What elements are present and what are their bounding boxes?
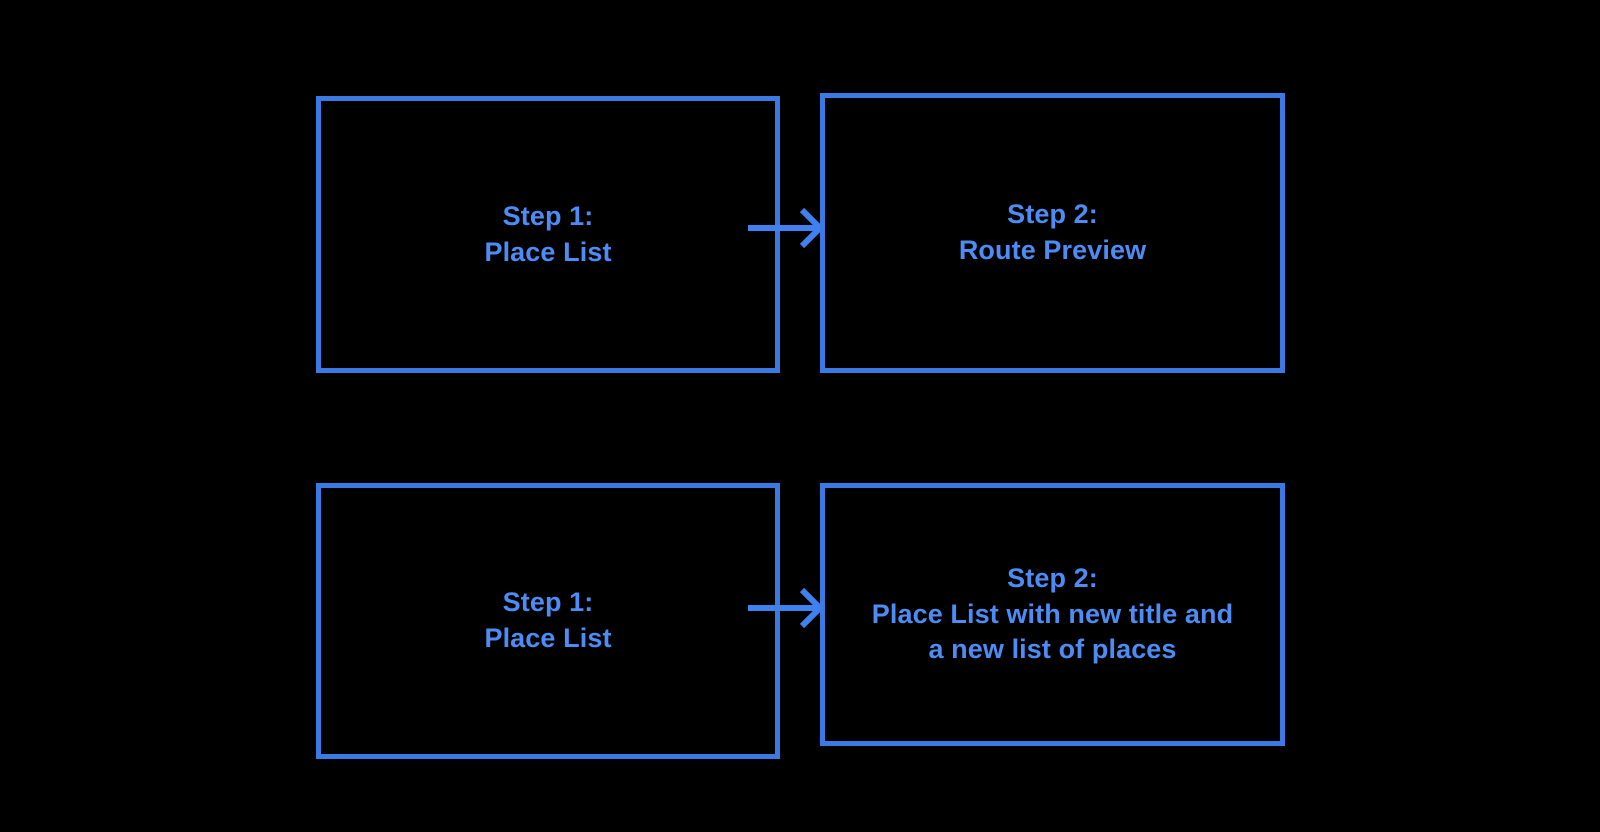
flow-step-box-step2-top[interactable]: Step 2: Route Preview — [820, 93, 1285, 373]
flow-step-box-step2-bottom[interactable]: Step 2: Place List with new title and a … — [820, 483, 1285, 746]
flow-step-box-step1-bottom[interactable]: Step 1: Place List — [316, 483, 780, 759]
flow-step-label-step2-top: Step 2: Route Preview — [958, 199, 1147, 265]
flow-step-label-step2-bottom: Step 2: Place List with new title and a … — [871, 563, 1234, 665]
flow-step-box-step1-top[interactable]: Step 1: Place List — [316, 96, 780, 373]
flow-step-label-step1-top: Step 1: Place List — [484, 200, 612, 267]
flow-step-label-step1-bottom: Step 1: Place List — [484, 587, 612, 653]
